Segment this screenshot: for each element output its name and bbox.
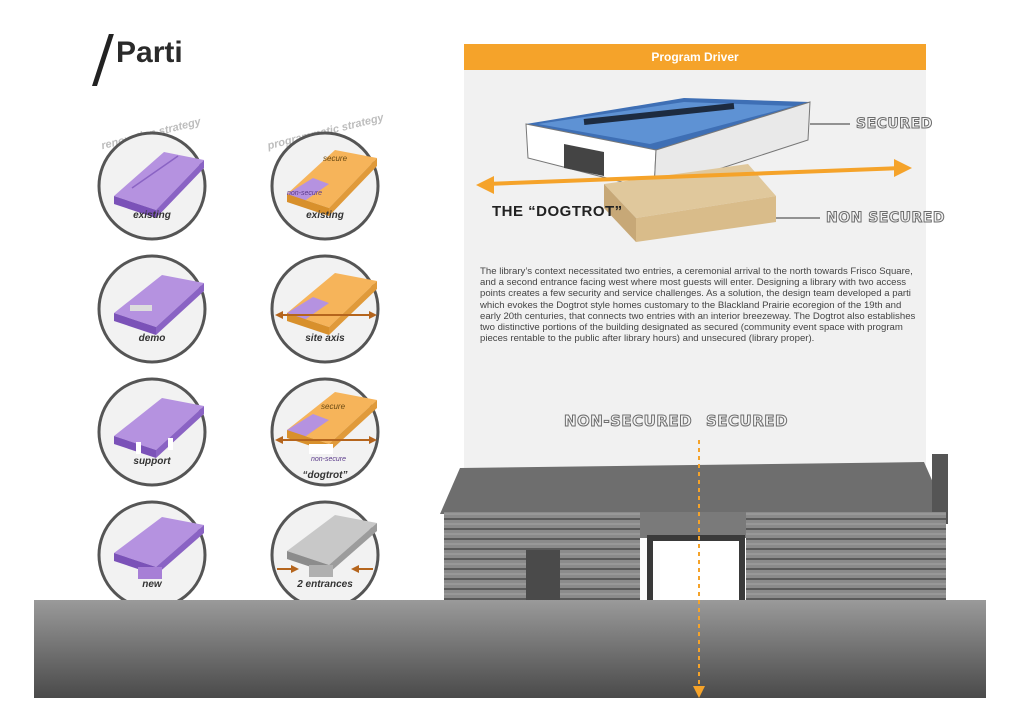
programmatic-medallion-2-entrances: 2 entrances [269, 499, 381, 611]
step-label: new [142, 579, 162, 590]
renovation-slab-icon [97, 131, 207, 241]
non-secure-callout: non-secure [287, 190, 323, 197]
step-label: 2 entrances [297, 579, 353, 590]
programmatic-slab-icon [270, 254, 380, 364]
non-secure-callout: non-secure [311, 456, 347, 463]
step-label: support [133, 456, 171, 467]
renovation-slab-icon [97, 377, 207, 487]
programmatic-medallion-site-axis: site axis [269, 253, 381, 365]
photo-non-secured-label: NON-SECURED [563, 412, 693, 431]
programmatic-slab-icon [270, 500, 380, 610]
non-secured-label: NON SECURED [826, 210, 945, 227]
secure-callout: secure [321, 402, 346, 411]
step-label: site axis [305, 333, 345, 344]
renovation-medallion-demo: demo [96, 253, 208, 365]
step-label: “dogtrot” [302, 470, 348, 481]
programmatic-medallion-dogtrot: secure non-secure “dogtrot” [269, 376, 381, 488]
step-label: existing [133, 210, 171, 221]
programmatic-slab-icon [270, 377, 380, 487]
dogtrot-building-diagram [476, 98, 912, 242]
step-label: existing [306, 210, 344, 221]
photo-secured-label: SECURED [706, 412, 789, 431]
renovation-slab-icon [97, 500, 207, 610]
dogtrot-label: THE “DOGTROT” [492, 203, 623, 220]
title-slash-icon [92, 34, 114, 86]
panel-header: Program Driver [464, 44, 926, 70]
step-label: demo [138, 333, 166, 344]
secure-callout: secure [323, 154, 348, 163]
renovation-medallion-support: support [96, 376, 208, 488]
dogtrot-house-photo [34, 440, 986, 698]
programmatic-slab-icon [270, 131, 380, 241]
renovation-slab-icon [97, 254, 207, 364]
renovation-medallion-new: new [96, 499, 208, 611]
programmatic-medallion-existing: secure non-secure existing [269, 130, 381, 242]
secured-label: SECURED [856, 116, 933, 133]
renovation-medallion-existing: existing [96, 130, 208, 242]
panel-description: The library’s context necessitated two e… [480, 266, 916, 345]
